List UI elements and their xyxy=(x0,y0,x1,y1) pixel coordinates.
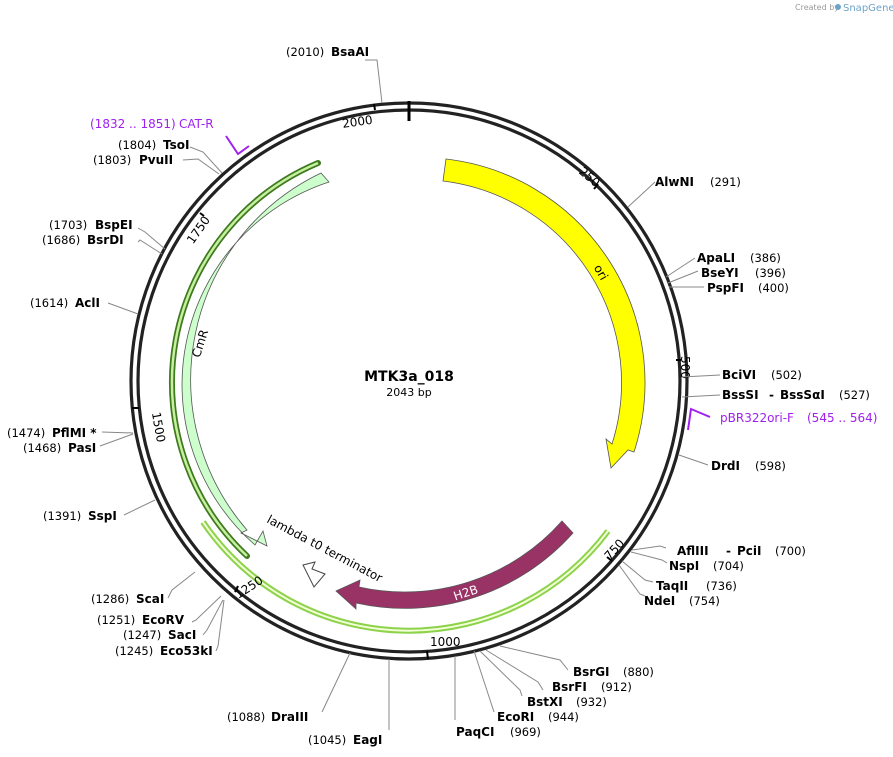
site-tsoi-pos: (1804) xyxy=(118,138,156,152)
site-bcivi-pos: (502) xyxy=(771,368,802,382)
site-apali-name[interactable]: ApaLI xyxy=(697,251,735,265)
site-alwni-pos: (291) xyxy=(710,175,741,189)
site-bsaai-pos: (2010) xyxy=(286,45,324,59)
site-bseyi-name[interactable]: BseYI xyxy=(701,266,739,280)
pbr322ori-f-primer-arrow[interactable] xyxy=(687,407,711,431)
site-pvuii-pos: (1803) xyxy=(93,153,131,167)
site-paqci-name[interactable]: PaqCI xyxy=(456,725,494,739)
site-acli-pos: (1614) xyxy=(30,296,68,310)
plasmid-length: 2043 bp xyxy=(386,386,431,399)
site-bstxi-pos: (932) xyxy=(576,695,607,709)
site-alwni-name[interactable]: AlwNI xyxy=(655,175,694,189)
site-paqci-pos: (969) xyxy=(510,725,541,739)
site-nspi-pos: (704) xyxy=(713,559,744,573)
site-sep-bsssi: - xyxy=(769,388,774,402)
site-eco53ki-name[interactable]: Eco53kI xyxy=(160,644,213,658)
site-acli-name[interactable]: AclI xyxy=(75,296,100,310)
site-ecorv-name[interactable]: EcoRV xyxy=(142,613,185,627)
plasmid-name: MTK3a_018 xyxy=(364,369,454,385)
cmr-highlight-arc-dark xyxy=(168,160,321,559)
site-bspei-pos: (1703) xyxy=(49,218,87,232)
site-bsrfi-name[interactable]: BsrFI xyxy=(552,680,587,694)
site-pasi-name[interactable]: PasI xyxy=(68,441,96,455)
tick-1750: 1750 xyxy=(184,213,213,246)
ori-feature[interactable] xyxy=(442,158,646,469)
site-ndei-pos: (754) xyxy=(689,594,720,608)
site-bspei-name[interactable]: BspEI xyxy=(95,218,133,232)
site-sep-afliii-pcii: - xyxy=(726,544,731,558)
site-ecorv-pos: (1251) xyxy=(97,613,135,627)
site-pcii-name[interactable]: PciI xyxy=(737,544,762,558)
site-taqii-name[interactable]: TaqII xyxy=(656,579,688,593)
tick-1500: 1500 xyxy=(149,411,168,444)
cmr-highlight-arc-light xyxy=(170,161,319,557)
site-eagi-pos: (1045) xyxy=(308,733,346,747)
site-draiii-pos: (1088) xyxy=(227,710,265,724)
site-scai-name[interactable]: ScaI xyxy=(136,592,164,606)
site-apali-pos: (386) xyxy=(750,251,781,265)
site-bsrgi-name[interactable]: BsrGI xyxy=(573,665,610,679)
site-eco53ki-pos: (1245) xyxy=(115,644,153,658)
site-bcivi-name[interactable]: BciVI xyxy=(722,368,756,382)
cmr-feature[interactable] xyxy=(181,172,330,547)
site-ecori-name[interactable]: EcoRI xyxy=(497,710,534,724)
snapgene-logo-text: SnapGene xyxy=(843,3,893,14)
site-ndei-name[interactable]: NdeI xyxy=(644,594,675,608)
site-ecori-pos: (944) xyxy=(548,710,579,724)
site-pcii-pos: (700) xyxy=(775,544,806,558)
site-bsssai-name[interactable]: BssSαI xyxy=(780,388,825,402)
cat-r-primer-range: (1832 .. 1851) xyxy=(90,117,176,131)
site-pflmi-pos: (1474) xyxy=(7,426,45,440)
site-nspi-name[interactable]: NspI xyxy=(669,559,699,573)
snapgene-logo-icon xyxy=(835,4,841,10)
ori-label: ori xyxy=(591,262,611,283)
created-by-text: Created by xyxy=(795,3,839,12)
h2b-feature[interactable] xyxy=(335,520,574,610)
site-taqii-pos: (736) xyxy=(706,579,737,593)
site-bsssi-name[interactable]: BssSI xyxy=(722,388,759,402)
site-bsrfi-pos: (912) xyxy=(601,680,632,694)
site-bsssai-pos: (527) xyxy=(839,388,870,402)
site-drdi-pos: (598) xyxy=(755,459,786,473)
site-pspfi-name[interactable]: PspFI xyxy=(707,281,744,295)
tick-500: 500 xyxy=(678,356,692,379)
cat-r-primer-arrow[interactable] xyxy=(225,135,250,156)
cat-r-primer-name[interactable]: CAT-R xyxy=(179,117,214,131)
terminator-icon[interactable] xyxy=(302,561,326,588)
site-pasi-pos: (1468) xyxy=(23,441,61,455)
site-draiii-name[interactable]: DraIII xyxy=(271,710,308,724)
tick-2000: 2000 xyxy=(341,113,373,131)
site-drdi-name[interactable]: DrdI xyxy=(711,459,740,473)
pbr322ori-f-primer-range: (545 .. 564) xyxy=(807,411,877,425)
site-eagi-name[interactable]: EagI xyxy=(353,733,382,747)
site-leader-lines xyxy=(99,59,721,730)
site-tsoi-name[interactable]: TsoI xyxy=(163,138,189,152)
site-bsaai-name[interactable]: BsaAI xyxy=(331,45,369,59)
site-pflmi-name[interactable]: PflMI * xyxy=(52,426,97,440)
site-bsrdi-name[interactable]: BsrDI xyxy=(87,233,124,247)
tick-1000: 1000 xyxy=(430,635,461,649)
site-saci-name[interactable]: SacI xyxy=(168,628,196,642)
site-bsrdi-pos: (1686) xyxy=(42,233,80,247)
site-bsrgi-pos: (880) xyxy=(623,665,654,679)
h2b-highlight-arc-inner xyxy=(202,521,609,632)
site-sspi-pos: (1391) xyxy=(43,509,81,523)
pbr322ori-f-primer-name[interactable]: pBR322ori-F xyxy=(720,411,794,425)
site-bseyi-pos: (396) xyxy=(755,266,786,280)
site-bstxi-name[interactable]: BstXI xyxy=(527,695,563,709)
site-sspi-name[interactable]: SspI xyxy=(88,509,117,523)
site-afliii-name[interactable]: AflIII xyxy=(677,544,709,558)
site-saci-pos: (1247) xyxy=(123,628,161,642)
site-pvuii-name[interactable]: PvuII xyxy=(139,153,173,167)
site-scai-pos: (1286) xyxy=(91,592,129,606)
site-pspfi-pos: (400) xyxy=(758,281,789,295)
tick-1250: 1250 xyxy=(232,573,265,601)
